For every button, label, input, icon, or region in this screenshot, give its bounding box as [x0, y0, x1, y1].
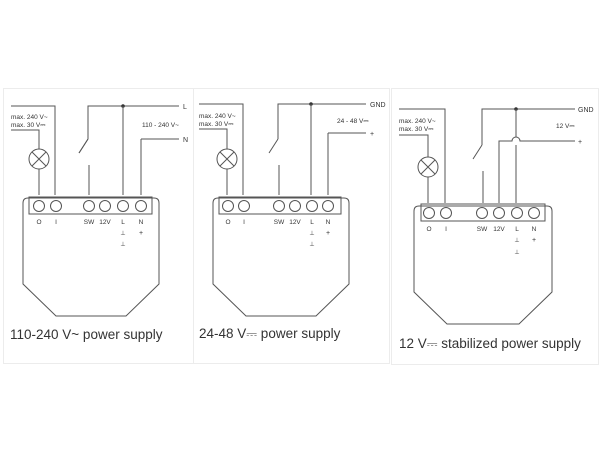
- caption-12v: 12 V⎓ stabilized power supply: [399, 336, 581, 351]
- terminal-SW: [273, 200, 285, 212]
- line-N: [140, 138, 179, 195]
- wiring-panel-12v: max. 240 V~ max. 30 V⎓ GND + 12 V⎓ O I S…: [391, 88, 599, 365]
- terminal-O: [222, 200, 234, 212]
- load-rating-ac: max. 240 V~: [399, 118, 436, 125]
- device-body: [413, 205, 553, 325]
- line-bottom-label: N: [183, 137, 188, 144]
- terminal-label-I: I: [55, 219, 57, 226]
- terminal-L: [511, 207, 523, 219]
- terminal-N: [135, 200, 147, 212]
- device-body: [212, 197, 350, 317]
- switch-wire: [277, 103, 311, 195]
- terminal-12V: [99, 200, 111, 212]
- terminal-label-12V: 12V: [493, 226, 505, 233]
- supply-label: 24 - 48 V⎓: [337, 118, 369, 125]
- terminal-label-L: L: [310, 219, 314, 226]
- lamp-icon: [417, 156, 439, 178]
- switch-icon: [268, 138, 279, 154]
- switch-wire: [78, 105, 123, 195]
- terminal-label-O: O: [426, 226, 431, 233]
- terminal-label-12V: 12V: [99, 219, 111, 226]
- ground-mark-1: ⊥: [309, 230, 314, 237]
- terminal-label-N: N: [139, 219, 144, 226]
- plus-mark: +: [139, 230, 143, 237]
- line-top-label: GND: [370, 102, 386, 109]
- wiring-diagram-110-240v: max. 240 V~ max. 30 V⎓ L N 110 - 240 V~ …: [11, 104, 188, 317]
- terminal-label-N: N: [532, 226, 537, 233]
- terminal-label-L: L: [515, 226, 519, 233]
- load-rating-ac: max. 240 V~: [11, 114, 48, 121]
- terminal-L: [306, 200, 318, 212]
- supply-label: 110 - 240 V~: [142, 122, 179, 129]
- load-wire-top: [199, 103, 244, 195]
- switch-icon: [78, 138, 89, 154]
- terminal-label-I: I: [243, 219, 245, 226]
- supply-label: 12 V⎓: [556, 123, 575, 130]
- terminal-label-12V: 12V: [289, 219, 301, 226]
- wiring-diagram-24-48v: max. 240 V~ max. 30 V⎓ GND + 24 - 48 V⎓ …: [199, 102, 386, 317]
- line-top-label: L: [183, 104, 187, 111]
- load-rating-dc: max. 30 V⎓: [199, 121, 233, 128]
- terminal-label-SW: SW: [274, 219, 285, 226]
- line-plus: [327, 132, 366, 195]
- terminal-L: [117, 200, 129, 212]
- load-rating-ac: max. 240 V~: [199, 113, 236, 120]
- line-bottom-label: +: [578, 139, 582, 146]
- lamp-wire: [11, 129, 40, 195]
- terminal-strip: [28, 196, 153, 215]
- load-wire-top: [11, 105, 56, 195]
- terminal-12V: [493, 207, 505, 219]
- load-rating-dc: max. 30 V⎓: [399, 126, 433, 133]
- terminal-label-SW: SW: [84, 219, 95, 226]
- terminal-label-SW: SW: [477, 226, 488, 233]
- device-body: [22, 197, 160, 317]
- line-bottom-label: +: [370, 131, 374, 138]
- terminal-SW: [83, 200, 95, 212]
- ground-mark-2: ⊥: [120, 241, 125, 248]
- terminal-N: [528, 207, 540, 219]
- load-wire-top: [399, 108, 446, 203]
- terminal-label-O: O: [36, 219, 41, 226]
- terminal-label-N: N: [326, 219, 331, 226]
- plus-mark: +: [326, 230, 330, 237]
- caption-24-48v: 24-48 V⎓ power supply: [199, 326, 341, 341]
- switch-icon: [472, 144, 483, 160]
- line-top-label: GND: [578, 107, 594, 114]
- ground-mark-2: ⊥: [309, 241, 314, 248]
- terminal-I: [440, 207, 452, 219]
- plus-mark: +: [532, 237, 536, 244]
- load-rating-dc: max. 30 V⎓: [11, 122, 45, 129]
- lamp-wire: [199, 128, 228, 195]
- wiring-panel-110-240v: max. 240 V~ max. 30 V⎓ L N 110 - 240 V~ …: [3, 88, 195, 364]
- line-plus-crossover: [498, 136, 575, 203]
- wiring-panel-24-48v: max. 240 V~ max. 30 V⎓ GND + 24 - 48 V⎓ …: [193, 88, 390, 364]
- terminal-SW: [476, 207, 488, 219]
- terminal-I: [50, 200, 62, 212]
- ground-mark-1: ⊥: [514, 237, 519, 244]
- ground-mark-2: ⊥: [514, 249, 519, 256]
- lamp-icon: [216, 148, 238, 170]
- terminal-12V: [289, 200, 301, 212]
- terminal-strip: [420, 203, 546, 222]
- lamp-icon: [28, 148, 50, 170]
- terminal-strip: [218, 196, 342, 215]
- terminal-label-I: I: [445, 226, 447, 233]
- caption-110-240v: 110-240 V~ power supply: [10, 327, 163, 342]
- terminal-I: [238, 200, 250, 212]
- ground-mark-1: ⊥: [120, 230, 125, 237]
- terminal-O: [423, 207, 435, 219]
- lamp-wire: [399, 134, 429, 203]
- terminal-label-O: O: [225, 219, 230, 226]
- terminal-N: [322, 200, 334, 212]
- terminal-O: [33, 200, 45, 212]
- terminal-label-L: L: [121, 219, 125, 226]
- wiring-diagram-12v: max. 240 V~ max. 30 V⎓ GND + 12 V⎓ O I S…: [399, 107, 594, 325]
